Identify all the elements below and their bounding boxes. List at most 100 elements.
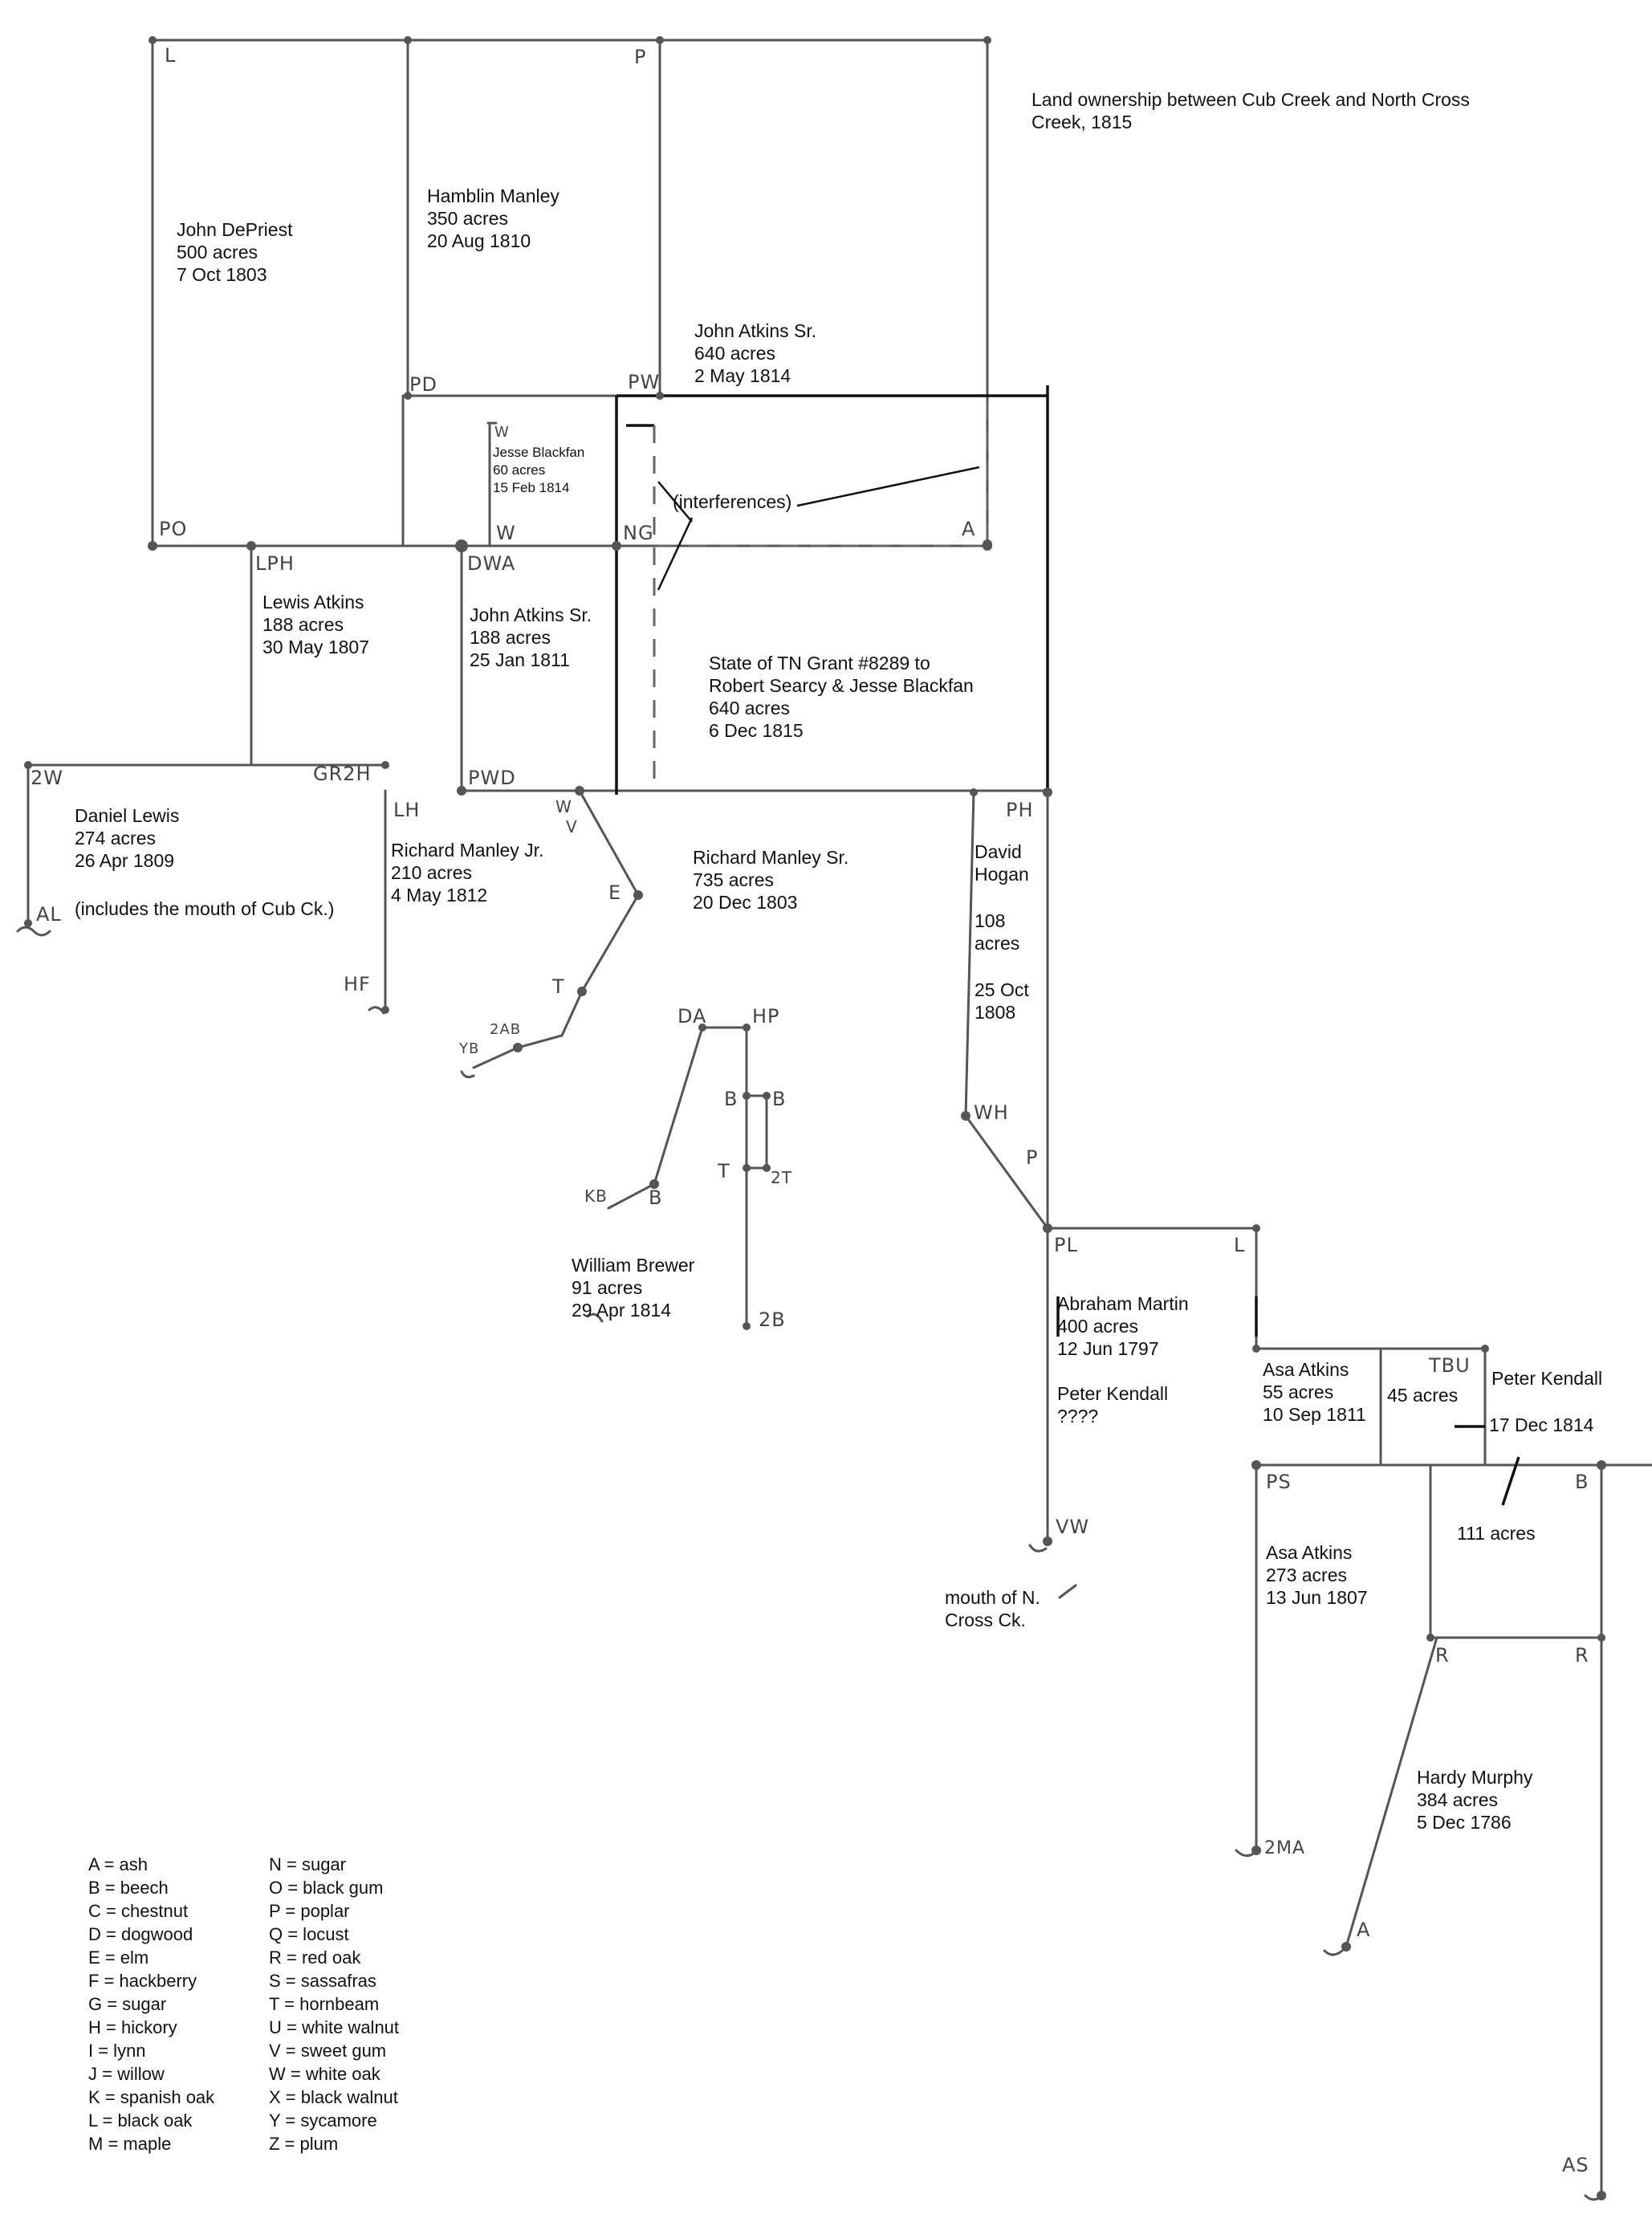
legend-item: P = poplar	[269, 1901, 350, 1921]
tract-date: 10 Sep 1811	[1263, 1404, 1366, 1425]
legend-item: H = hickory	[88, 2017, 177, 2037]
legend-item: N = sugar	[269, 1854, 346, 1874]
mouth-line-2: Cross Ck.	[945, 1610, 1026, 1630]
legend-item: B = beech	[88, 1878, 169, 1898]
tract-hamblin-manley: Hamblin Manley 350 acres 20 Aug 1810	[427, 185, 559, 252]
corner-mark: TBU	[1429, 1354, 1471, 1377]
tract-acres: 350 acres	[427, 208, 509, 229]
legend-item: I = lynn	[88, 2041, 146, 2061]
corner-mark: DA	[677, 1005, 707, 1028]
corner-mark: P	[1026, 1146, 1039, 1169]
tract-acres: 640 acres	[709, 698, 791, 718]
tract-owner: William Brewer	[572, 1255, 695, 1276]
corner-mark: VW	[1056, 1516, 1090, 1538]
corner-mark: A	[962, 518, 976, 540]
mouth-line-1: mouth of N.	[945, 1587, 1040, 1608]
corner-mark: AL	[36, 903, 62, 926]
tract-date: 25 Oct	[975, 979, 1029, 1000]
tract-date: 6 Dec 1815	[709, 720, 804, 741]
tract-owner: John DePriest	[177, 219, 293, 240]
tract-owner-2: Robert Searcy & Jesse Blackfan	[709, 675, 974, 696]
tract-date: 7 Oct 1803	[177, 264, 267, 285]
tract-111-acres: 111 acres	[1457, 1523, 1536, 1544]
tract-owner: John Atkins Sr.	[470, 604, 592, 625]
tract-acres: 188 acres	[262, 614, 344, 635]
corner-mark: V	[566, 817, 578, 836]
corner-mark: 2T	[771, 1168, 792, 1187]
tract-extra-2: ????	[1057, 1406, 1099, 1426]
tract-asa-atkins-273: Asa Atkins 273 acres 13 Jun 1807	[1266, 1541, 1368, 1609]
legend-item: Y = sycamore	[269, 2110, 377, 2131]
tract-date: 26 Apr 1809	[75, 850, 175, 871]
tract-note-cub-creek: (includes the mouth of Cub Ck.)	[75, 898, 335, 919]
tract-owner: David	[975, 841, 1022, 862]
legend-item: T = hornbeam	[269, 1994, 380, 2014]
tract-owner: John Atkins Sr.	[694, 320, 817, 341]
tract-acres: 60 acres	[493, 462, 546, 478]
tract-date: 4 May 1812	[391, 885, 488, 906]
legend-item: Z = plum	[269, 2134, 339, 2154]
corner-mark: HP	[752, 1005, 780, 1028]
tract-date: 20 Aug 1810	[427, 230, 531, 251]
interferences-label: (interferences)	[673, 491, 792, 512]
legend-left: A = ash B = beech C = chestnut D = dogwo…	[88, 1853, 214, 2155]
tract-owner: Daniel Lewis	[75, 805, 180, 826]
tract-extra: Peter Kendall	[1057, 1383, 1169, 1404]
corner-mark: 2MA	[1264, 1838, 1306, 1858]
tract-acres: 274 acres	[75, 828, 157, 849]
tract-acres: 735 acres	[693, 869, 775, 890]
corner-mark: B	[1575, 1471, 1589, 1493]
corner-mark: AS	[1562, 2154, 1589, 2176]
legend-item: G = sugar	[88, 1994, 167, 2014]
tract-acres: 640 acres	[694, 343, 776, 364]
tract-acres: 384 acres	[1417, 1789, 1499, 1810]
corner-mark: 2B	[759, 1308, 786, 1331]
corner-mark: PD	[409, 373, 437, 396]
legend-item: A = ash	[88, 1854, 149, 1874]
corner-mark: B	[772, 1088, 787, 1110]
legend-item: S = sassafras	[269, 1971, 376, 1991]
legend-item: M = maple	[88, 2134, 172, 2154]
tract-owner: Lewis Atkins	[262, 592, 364, 613]
tract-date: 13 Jun 1807	[1266, 1587, 1368, 1608]
tract-asa-atkins-55: Asa Atkins 55 acres 10 Sep 1811	[1263, 1358, 1366, 1426]
tract-daniel-lewis: Daniel Lewis 274 acres 26 Apr 1809	[75, 804, 179, 872]
legend-item: E = elm	[88, 1947, 149, 1968]
tract-owner: Hardy Murphy	[1417, 1767, 1533, 1788]
tract-acres: 500 acres	[177, 242, 258, 263]
corner-mark: LPH	[255, 552, 295, 575]
tract-owner: Asa Atkins	[1266, 1542, 1353, 1563]
corner-mark: B	[649, 1186, 663, 1209]
tract-acres: 108	[975, 910, 1006, 931]
legend-item: W = white oak	[269, 2064, 380, 2084]
tract-date: 12 Jun 1797	[1057, 1338, 1159, 1359]
corner-mark: L	[1234, 1234, 1246, 1256]
tract-acres: 55 acres	[1263, 1382, 1334, 1402]
tract-hardy-murphy: Hardy Murphy 384 acres 5 Dec 1786	[1417, 1766, 1532, 1833]
corner-mark: E	[608, 881, 622, 904]
legend-item: Q = locust	[269, 1924, 349, 1944]
corner-mark: R	[1435, 1644, 1450, 1667]
legend-item: J = willow	[88, 2064, 165, 2084]
tract-date-2: 1808	[975, 1002, 1016, 1023]
tract-owner: Asa Atkins	[1263, 1359, 1349, 1380]
corner-mark: WH	[974, 1101, 1009, 1124]
legend-item: O = black gum	[269, 1878, 384, 1898]
tract-date: 29 Apr 1814	[572, 1300, 672, 1321]
corner-mark: W	[555, 797, 572, 816]
tract-william-brewer: William Brewer 91 acres 29 Apr 1814	[572, 1254, 694, 1321]
tract-acres: 273 acres	[1266, 1565, 1348, 1585]
legend-right: N = sugar O = black gum P = poplar Q = l…	[269, 1853, 399, 2155]
corner-mark: W	[494, 424, 510, 441]
corner-mark: PO	[159, 518, 188, 540]
tract-owner: State of TN Grant #8289 to	[709, 653, 930, 674]
corner-mark: HF	[344, 973, 371, 995]
tract-owner: Jesse Blackfan	[493, 445, 585, 460]
tract-richard-manley-sr: Richard Manley Sr. 735 acres 20 Dec 1803	[693, 846, 848, 914]
corner-mark: PS	[1266, 1471, 1292, 1493]
corner-mark: B	[724, 1088, 739, 1110]
corner-mark: PH	[1006, 799, 1034, 821]
tract-date: 15 Feb 1814	[493, 480, 570, 495]
tract-owner: Hamblin Manley	[427, 185, 559, 206]
tract-john-depriest: John DePriest 500 acres 7 Oct 1803	[177, 218, 292, 286]
